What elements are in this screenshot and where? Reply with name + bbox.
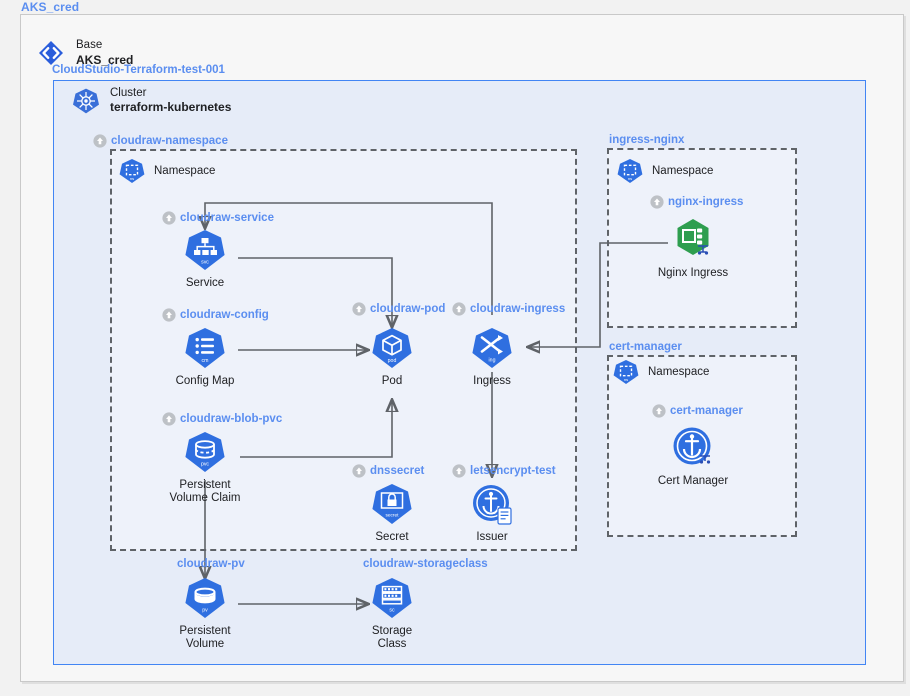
cert-issuer-icon [473,485,512,525]
cluster-name-label: terraform-kubernetes [110,100,232,115]
helm-certmanager-icon [673,427,711,465]
badge-label-nginx-ingress: nginx-ingress [650,195,743,209]
k8s-pv-icon: pv [185,578,225,618]
k8s-pod-icon: pod [372,328,412,368]
cluster-container[interactable] [53,80,866,665]
node-caption: Cert Manager [657,475,729,487]
badge-label-cert-manager: cert-manager [652,404,743,418]
node-nginx-ingress[interactable]: Nginx Ingress [648,216,738,280]
upload-badge-icon [452,302,466,316]
badge-label-cloudraw-storageclass: cloudraw-storageclass [363,558,488,570]
node-caption: Storage Class [371,625,413,651]
node-ingress[interactable]: ing Ingress [447,326,537,388]
svg-text:pod: pod [388,358,397,364]
node-service[interactable]: svc Service [160,228,250,290]
node-caption: Issuer [476,531,508,543]
kubernetes-icon [73,88,99,114]
upload-badge-icon [352,302,366,316]
upload-badge-icon [162,308,176,322]
upload-badge-icon [162,412,176,426]
svg-text:cm: cm [202,358,209,364]
namespace-icon: ns [617,159,643,183]
namespace-title-cloudraw: cloudraw-namespace [93,134,228,148]
base-kind-label: Base [76,39,103,52]
base-diamond-icon [39,41,63,65]
badge-label-cloudraw-config: cloudraw-config [162,308,269,322]
node-secret[interactable]: secret Secret [347,482,437,544]
node-caption: Service [185,277,225,289]
svg-text:pvc: pvc [201,462,209,468]
node-pod[interactable]: pod Pod [347,326,437,388]
upload-badge-icon [652,404,666,418]
k8s-pvc-icon: pvc [185,432,225,472]
node-caption: Nginx Ingress [657,267,729,279]
helm-nginx-icon [677,219,709,255]
badge-label-letsencrypt-test: letsencrypt-test [452,464,556,478]
badge-label-cloudraw-blob-pvc: cloudraw-blob-pvc [162,412,282,426]
namespace-icon: ns [613,360,639,384]
node-caption: Persistent Volume [179,625,231,651]
upload-badge-icon [452,464,466,478]
svg-text:ns: ns [130,176,134,181]
upload-badge-icon [352,464,366,478]
node-issuer[interactable]: Issuer [447,482,537,544]
cluster-header: Cluster terraform-kubernetes [72,86,231,115]
badge-label-cloudraw-service: cloudraw-service [162,211,274,225]
badge-label-cloudraw-pod: cloudraw-pod [352,302,445,316]
svg-text:svc: svc [201,260,209,266]
node-caption: Config Map [175,375,235,387]
node-storageclass[interactable]: sc Storage Class [347,576,437,651]
namespace-title-ingress-nginx: ingress-nginx [609,134,685,146]
node-caption: Secret [375,531,409,543]
badge-label-dnssecret: dnssecret [352,464,424,478]
svg-text:ns: ns [624,377,628,382]
namespace-row-cert-manager: ns Namespace [612,358,709,386]
namespace-title-cert-manager: cert-manager [609,341,682,353]
badge-label-cloudraw-ingress: cloudraw-ingress [452,302,565,316]
node-configmap[interactable]: cm Config Map [160,326,250,388]
namespace-row-cloudraw: ns Namespace [118,157,215,185]
cluster-kind-label: Cluster [110,87,147,99]
k8s-ingress-icon: ing [472,328,512,368]
k8s-configmap-icon: cm [185,328,225,368]
namespace-icon: ns [119,159,145,183]
resource-group-title: CloudStudio-Terraform-test-001 [52,64,225,76]
svg-text:secret: secret [385,513,399,519]
node-caption: Ingress [473,375,511,387]
base-header: Base AKS_cred [36,38,133,68]
upload-badge-icon [162,211,176,225]
namespace-row-ingress-nginx: ns Namespace [616,157,713,185]
k8s-storageclass-icon: sc [372,578,412,618]
svg-text:ing: ing [489,358,496,364]
badge-label-cloudraw-pv: cloudraw-pv [177,558,245,570]
upload-badge-icon [93,134,107,148]
node-cert-manager[interactable]: Cert Manager [648,424,738,488]
k8s-secret-icon: secret [372,484,412,524]
svg-text:pv: pv [202,607,208,613]
svg-text:ns: ns [628,176,632,181]
node-pvc[interactable]: pvc Persistent Volume Claim [160,430,250,505]
base-name-label: AKS_cred [76,52,134,67]
node-pv[interactable]: pv Persistent Volume [160,576,250,651]
upload-badge-icon [650,195,664,209]
svg-text:sc: sc [389,608,395,614]
k8s-service-icon: svc [185,230,225,270]
node-caption: Pod [381,375,403,387]
base-title: AKS_cred [21,0,80,14]
node-caption: Persistent Volume Claim [169,479,241,505]
